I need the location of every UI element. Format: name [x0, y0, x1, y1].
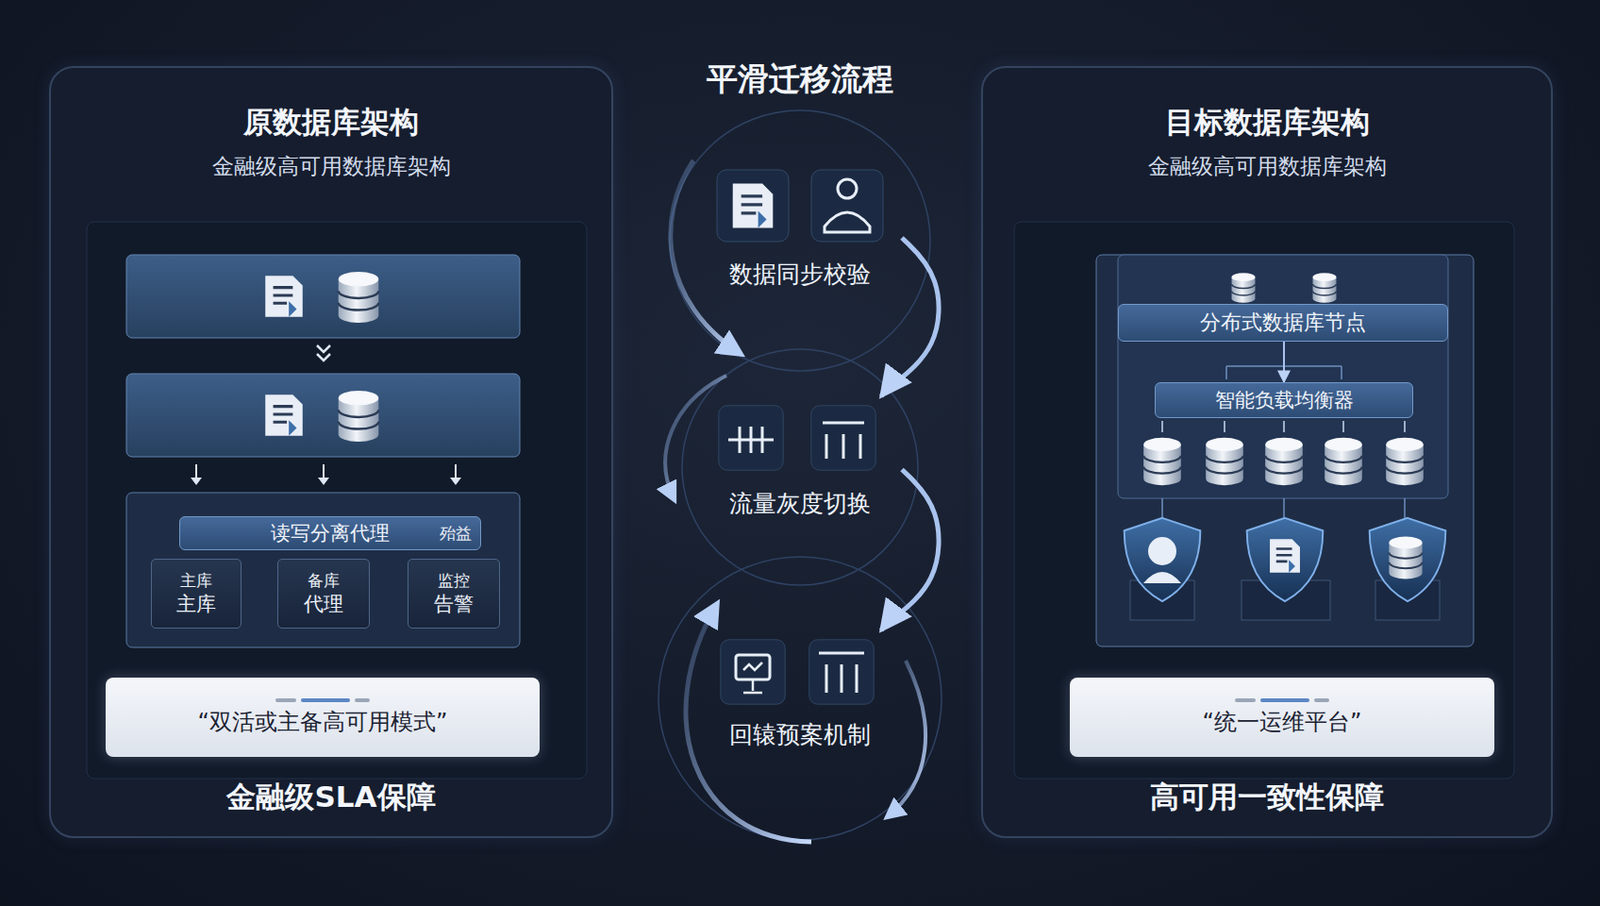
mode-box: “双活或主备高可用模式” [105, 677, 540, 757]
process-step: 回辕预案机制 [698, 630, 902, 755]
node-text: 主库 [180, 570, 213, 591]
panel-heading: 原数据库架构 [50, 103, 612, 141]
node-text: 智能负载均衡器 [1215, 387, 1354, 413]
node-text: 数据同步校验 [729, 259, 871, 289]
flow-arrow [1283, 341, 1285, 383]
node-text: 监控 [437, 570, 470, 591]
mode-box: “统一运维平台” [1069, 677, 1495, 757]
decor-bars [275, 698, 370, 702]
decor-bar [1260, 698, 1310, 702]
node-text: 回辕预案机制 [729, 719, 871, 750]
process-step: 流量灰度切换 [698, 396, 902, 524]
node-text: 流量灰度切换 [729, 488, 871, 518]
decor-bars [1234, 698, 1330, 702]
panel-footer: 金融级SLA保障 [50, 778, 612, 816]
decor-bar [1234, 698, 1256, 702]
decor-bar [300, 698, 350, 702]
panel-subtitle: 金融级高可用数据库架构 [50, 152, 612, 181]
node-text: “统一运维平台” [1202, 707, 1363, 736]
component-box: 智能负载均衡器 [1154, 382, 1414, 418]
node-text: 代理 [303, 591, 344, 617]
component-box: 备库代理 [277, 558, 370, 629]
panel-heading: 目标数据库架构 [983, 103, 1551, 141]
node-text: 分布式数据库节点 [1200, 309, 1367, 336]
diagram-title: 平滑迁移流程 [0, 58, 1600, 101]
node-text: “双活或主备高可用模式” [198, 707, 449, 736]
node-text: 主库 [176, 591, 217, 617]
component-box: 主库主库 [150, 558, 242, 629]
component-box: 监控告警 [407, 558, 500, 629]
decor-bar [354, 698, 370, 702]
node-text: 告警 [433, 591, 474, 617]
panel-subtitle: 金融级高可用数据库架构 [983, 152, 1551, 181]
annotation-label: 殆益 [439, 522, 472, 545]
node-text: 读写分离代理 [270, 520, 390, 546]
panel-footer: 高可用一致性保障 [983, 778, 1551, 816]
architecture-panel: 目标数据库架构金融级高可用数据库架构高可用一致性保障 分布式数据库节点智能负载均衡… [981, 66, 1553, 838]
process-step: 数据同步校验 [698, 162, 902, 295]
node-text: 备库 [307, 570, 340, 591]
component-box: 分布式数据库节点 [1117, 303, 1449, 342]
decor-bar [1314, 698, 1330, 702]
decor-bar [275, 698, 297, 702]
architecture-panel: 原数据库架构金融级高可用数据库架构金融级SLA保障读写分离代理主库主库备库代理监… [49, 66, 614, 838]
component-box: 读写分离代理 [179, 516, 482, 550]
flow-arrow [881, 237, 939, 397]
flow-arrow [881, 469, 939, 632]
